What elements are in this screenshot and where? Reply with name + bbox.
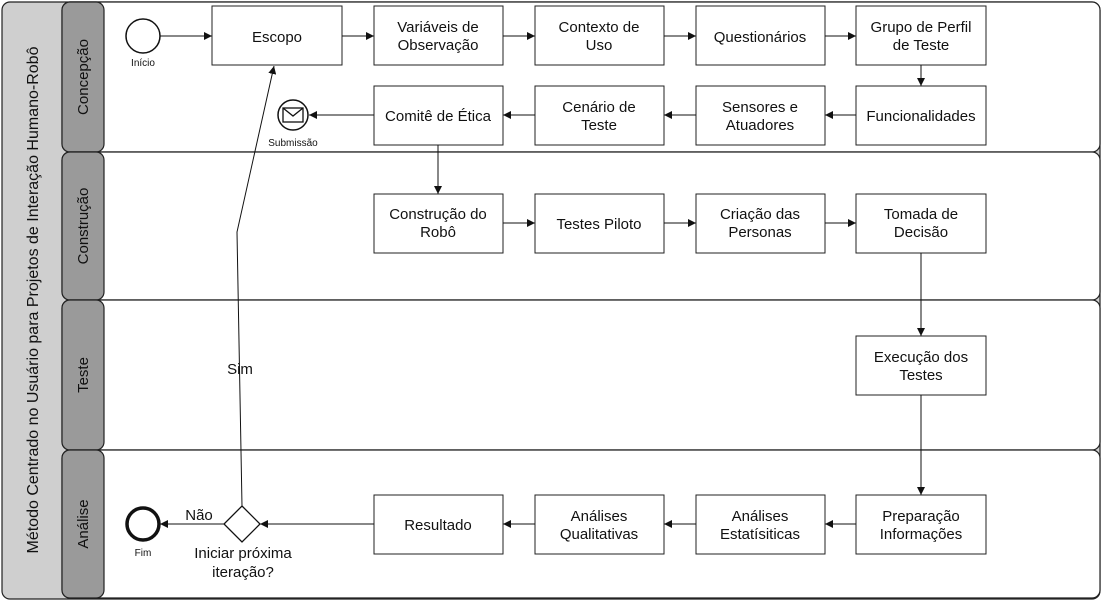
message-event: Submissão	[268, 99, 318, 149]
end-event: Fim	[125, 506, 161, 559]
sequence-flows	[160, 32, 925, 528]
envelope-icon	[282, 107, 304, 123]
svg-text:Funcionalidades: Funcionalidades	[866, 108, 975, 125]
task-testes-piloto: Testes Piloto	[534, 193, 665, 254]
svg-text:Questionários: Questionários	[714, 29, 807, 46]
flow-gateway-escopo	[236, 65, 277, 507]
end-label: Fim	[135, 548, 152, 559]
task-questionarios: Questionários	[695, 5, 826, 66]
lane-title-concepcao: Concepção	[75, 39, 92, 115]
gateway-no-label: Não	[185, 507, 213, 524]
message-label: Submissão	[268, 138, 318, 149]
lane-title-analise: Análise	[75, 499, 92, 548]
task-resultado: Resultado	[373, 494, 504, 555]
start-label: Início	[131, 58, 155, 69]
svg-text:Comitê de Ética: Comitê de Ética	[385, 108, 492, 125]
lane-title-teste: Teste	[75, 357, 92, 393]
svg-text:Resultado: Resultado	[404, 517, 472, 534]
task-funcionalidades: Funcionalidades	[855, 85, 987, 146]
task-comite-etica: Comitê de Ética	[373, 85, 504, 146]
svg-text:Escopo: Escopo	[252, 29, 302, 46]
start-event: Início	[125, 18, 161, 69]
lane-tab-analise	[61, 449, 105, 599]
svg-text:Testes Piloto: Testes Piloto	[556, 216, 641, 233]
lane-title-construcao: Construção	[75, 188, 92, 265]
task-escopo: Escopo	[211, 5, 343, 66]
pool-title: Método Centrado no Usuário para Projetos…	[25, 46, 42, 553]
